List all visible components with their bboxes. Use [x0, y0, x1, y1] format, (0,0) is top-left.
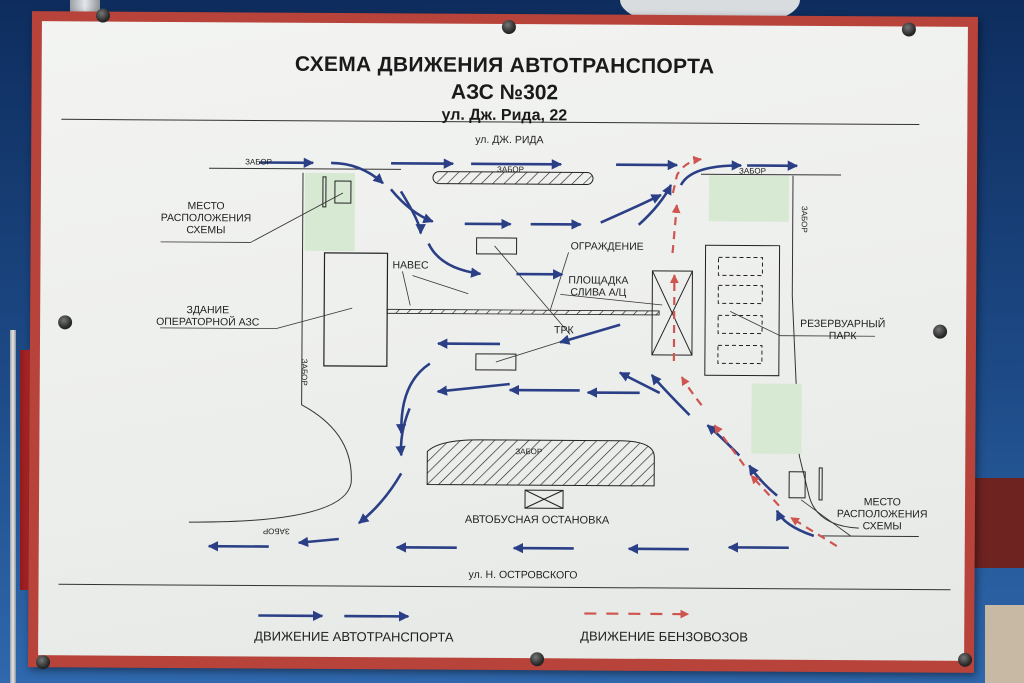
scheme-location-label-right: МЕСТО РАСПОЛОЖЕНИЯ СХЕМЫ: [836, 496, 928, 533]
operator-building-label: ЗДАНИЕ ОПЕРАТОРНОЙ АЗС: [156, 304, 260, 329]
barrier-label: ОГРАЖДЕНИЕ: [570, 240, 644, 253]
fence-label-right: ЗАБОР: [799, 205, 809, 233]
sign-frame: СХЕМА ДВИЖЕНИЯ АВТОТРАНСПОРТА АЗС №302 у…: [28, 8, 978, 673]
fence-label-top-right: ЗАБОР: [739, 166, 766, 176]
fence-label-left: ЗАБОР: [299, 358, 309, 386]
bolt-top-left: [95, 8, 111, 23]
street-bottom-label: ул. Н. ОСТРОВСКОГО: [468, 568, 578, 582]
unloading-area-label: ПЛОЩАДКА СЛИВА А/Ц: [568, 274, 629, 299]
bolt-mid-right: [933, 324, 948, 339]
bolt-top-right: [901, 22, 916, 37]
traffic-scheme-drawing: [58, 118, 951, 622]
fence-label-top-center: ЗАБОР: [497, 164, 524, 175]
legend-vehicles-label: ДВИЖЕНИЕ АВТОТРАНСПОРТА: [254, 628, 454, 645]
bolt-bottom-left: [35, 655, 51, 670]
fence-label-bus-stop: ЗАБОР: [515, 447, 543, 457]
scheme-location-label-left: МЕСТО РАСПОЛОЖЕНИЯ СХЕМЫ: [160, 200, 252, 237]
bolt-top-center: [501, 19, 516, 35]
street-top-label: ул. ДЖ. РИДА: [475, 133, 544, 147]
tank-park-label: РЕЗЕРВУАРНЫЙ ПАРК: [800, 317, 886, 343]
bolt-mid-left: [58, 315, 73, 330]
bolt-bottom-right: [958, 652, 973, 667]
fence-label-top-left: ЗАБОР: [245, 157, 273, 167]
building-right: [985, 605, 1024, 683]
fuel-dispenser-label: ТРК: [554, 324, 574, 337]
fence-label-bottom-left: ЗАБОР: [262, 526, 290, 536]
canopy-label: НАВЕС: [392, 259, 429, 272]
legend-fuel-trucks-label: ДВИЖЕНИЕ БЕНЗОВОЗОВ: [580, 628, 749, 645]
flag-pole: [10, 330, 16, 683]
bus-stop-label: АВТОБУСНАЯ ОСТАНОВКА: [464, 513, 610, 527]
bolt-bottom-center: [530, 652, 545, 667]
sign-board: СХЕМА ДВИЖЕНИЯ АВТОТРАНСПОРТА АЗС №302 у…: [38, 21, 968, 661]
